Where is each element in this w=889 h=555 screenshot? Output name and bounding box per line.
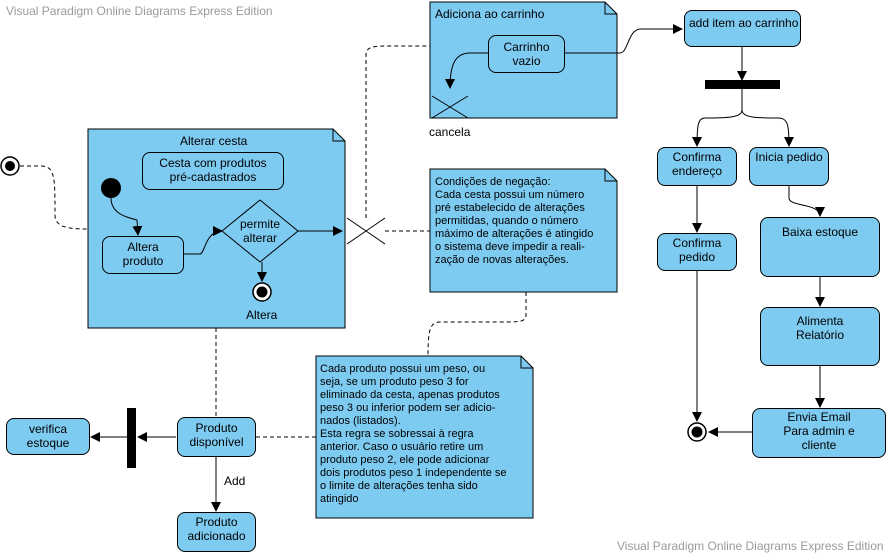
frame-cesta-title: Alterar cesta	[180, 134, 248, 148]
action-baixa-estoque-label: Baixa estoque	[781, 225, 859, 239]
note-peso-shape	[315, 355, 534, 519]
action-baixa-estoque[interactable]: Baixa estoque	[760, 217, 880, 277]
action-confirma-pedido[interactable]: Confirma pedido	[657, 233, 737, 271]
action-verifica-estoque[interactable]: verifica estoque	[6, 418, 90, 455]
action-envia-email[interactable]: Envia Email Para admin e cliente	[752, 408, 886, 458]
action-alimenta-relatorio-label: Alimenta Relatório	[795, 314, 845, 342]
action-carrinho-vazio-label: Carrinho vazio	[503, 40, 550, 68]
action-add-item[interactable]: add item ao carrinho	[684, 10, 801, 47]
action-inicia-pedido-label: Inicia pedido	[755, 150, 823, 164]
action-add-item-label: add item ao carrinho	[689, 16, 799, 30]
flow-final-cesta	[346, 217, 386, 245]
action-produto-adicionado-label: Produto adicionado	[187, 515, 246, 543]
note-condicoes: Condições de negação: Cada cesta possui …	[435, 176, 594, 266]
action-confirma-pedido-label: Confirma pedido	[672, 236, 722, 264]
action-alimenta-relatorio[interactable]: Alimenta Relatório	[760, 307, 880, 366]
watermark-bottom: Visual Paradigm Online Diagrams Express …	[617, 539, 884, 553]
note-condicoes-shape	[429, 168, 618, 293]
fork-bar-estoque	[127, 408, 136, 468]
initial-node-cesta	[101, 178, 121, 198]
frame-carrinho-title: Adiciona ao carrinho	[435, 7, 545, 21]
label-add: Add	[224, 474, 246, 488]
action-envia-email-label: Envia Email Para admin e cliente	[783, 410, 855, 452]
action-confirma-endereco[interactable]: Confirma endereço	[657, 147, 737, 186]
action-cesta-produtos[interactable]: Cesta com produtos pré-cadastrados	[142, 152, 284, 190]
decision-label: permite alterar	[239, 217, 280, 245]
decision-diamond	[221, 199, 299, 263]
watermark-top: Visual Paradigm Online Diagrams Express …	[6, 4, 273, 18]
action-produto-disponivel-label: Produto disponível	[189, 421, 244, 449]
note-peso: Cada produto possui um peso, ou seja, se…	[320, 363, 507, 505]
label-altera: Altera	[246, 308, 278, 322]
action-confirma-endereco-label: Confirma endereço	[671, 150, 723, 178]
fork-bar-pedido	[705, 80, 780, 89]
action-produto-disponivel[interactable]: Produto disponível	[177, 417, 256, 457]
action-cesta-produtos-label: Cesta com produtos pré-cadastrados	[159, 156, 267, 184]
action-produto-adicionado[interactable]: Produto adicionado	[177, 512, 256, 552]
action-altera-produto-label: Altera produto	[122, 240, 164, 268]
action-carrinho-vazio[interactable]: Carrinho vazio	[488, 35, 565, 73]
action-verifica-estoque-label: verifica estoque	[26, 422, 70, 450]
action-inicia-pedido[interactable]: Inicia pedido	[749, 147, 829, 186]
label-cancela: cancela	[429, 125, 471, 139]
action-altera-produto[interactable]: Altera produto	[102, 236, 184, 274]
flow-final-cancela	[431, 95, 469, 119]
